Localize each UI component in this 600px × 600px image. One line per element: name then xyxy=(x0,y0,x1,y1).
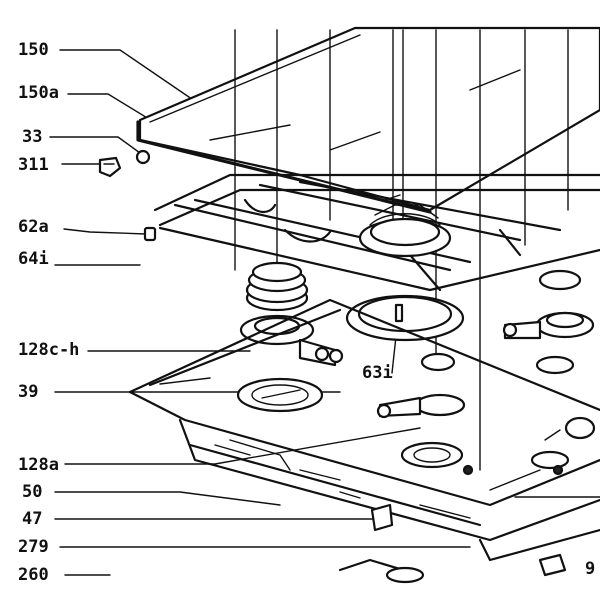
burner-128a-cap xyxy=(414,393,466,417)
electrode-63i xyxy=(394,303,404,323)
washer-33 xyxy=(135,149,151,165)
screw-62a xyxy=(143,226,157,242)
bottom-parts xyxy=(338,553,567,584)
callout-labels: 150 150a 33 311 62a 64i 128c-h 39 63i 12… xyxy=(18,40,595,585)
lid-panel xyxy=(138,26,600,212)
label-64i: 64i xyxy=(18,249,49,269)
cap-right-top xyxy=(538,269,582,291)
base-tray xyxy=(178,418,600,562)
label-279: 279 xyxy=(18,537,49,557)
bracket-47 xyxy=(370,503,394,532)
label-128a: 128a xyxy=(18,455,59,475)
burner-centre xyxy=(345,194,465,342)
burner-left-stack xyxy=(239,261,344,367)
label-33: 33 xyxy=(22,127,42,147)
leader-62a xyxy=(63,228,147,235)
leader-128a xyxy=(64,427,421,465)
label-128c-h: 128c-h xyxy=(18,340,79,360)
lid-sheen-2 xyxy=(329,131,381,151)
label-9: 9 xyxy=(585,559,595,579)
label-150: 150 xyxy=(18,40,49,60)
cap-mid xyxy=(420,352,456,372)
leader-33 xyxy=(49,136,141,154)
cap-right-mid xyxy=(535,355,575,375)
label-47: 47 xyxy=(22,509,42,529)
label-311: 311 xyxy=(18,155,49,175)
label-39: 39 xyxy=(18,382,38,402)
burner-right xyxy=(376,311,595,419)
label-150a: 150a xyxy=(18,83,59,103)
label-260: 260 xyxy=(18,565,49,585)
label-62a: 62a xyxy=(18,217,49,237)
leader-50 xyxy=(54,491,281,506)
clip-311 xyxy=(98,156,122,178)
small-parts xyxy=(98,149,157,242)
leader-lines xyxy=(49,49,600,576)
lid-sheen-3 xyxy=(469,69,521,91)
label-63i: 63i xyxy=(362,363,393,383)
leader-150 xyxy=(59,49,206,109)
hob-top-plate xyxy=(128,298,600,507)
small-burner-caps xyxy=(414,269,582,417)
lid-inner-edge xyxy=(149,34,361,123)
label-50: 50 xyxy=(22,482,42,502)
